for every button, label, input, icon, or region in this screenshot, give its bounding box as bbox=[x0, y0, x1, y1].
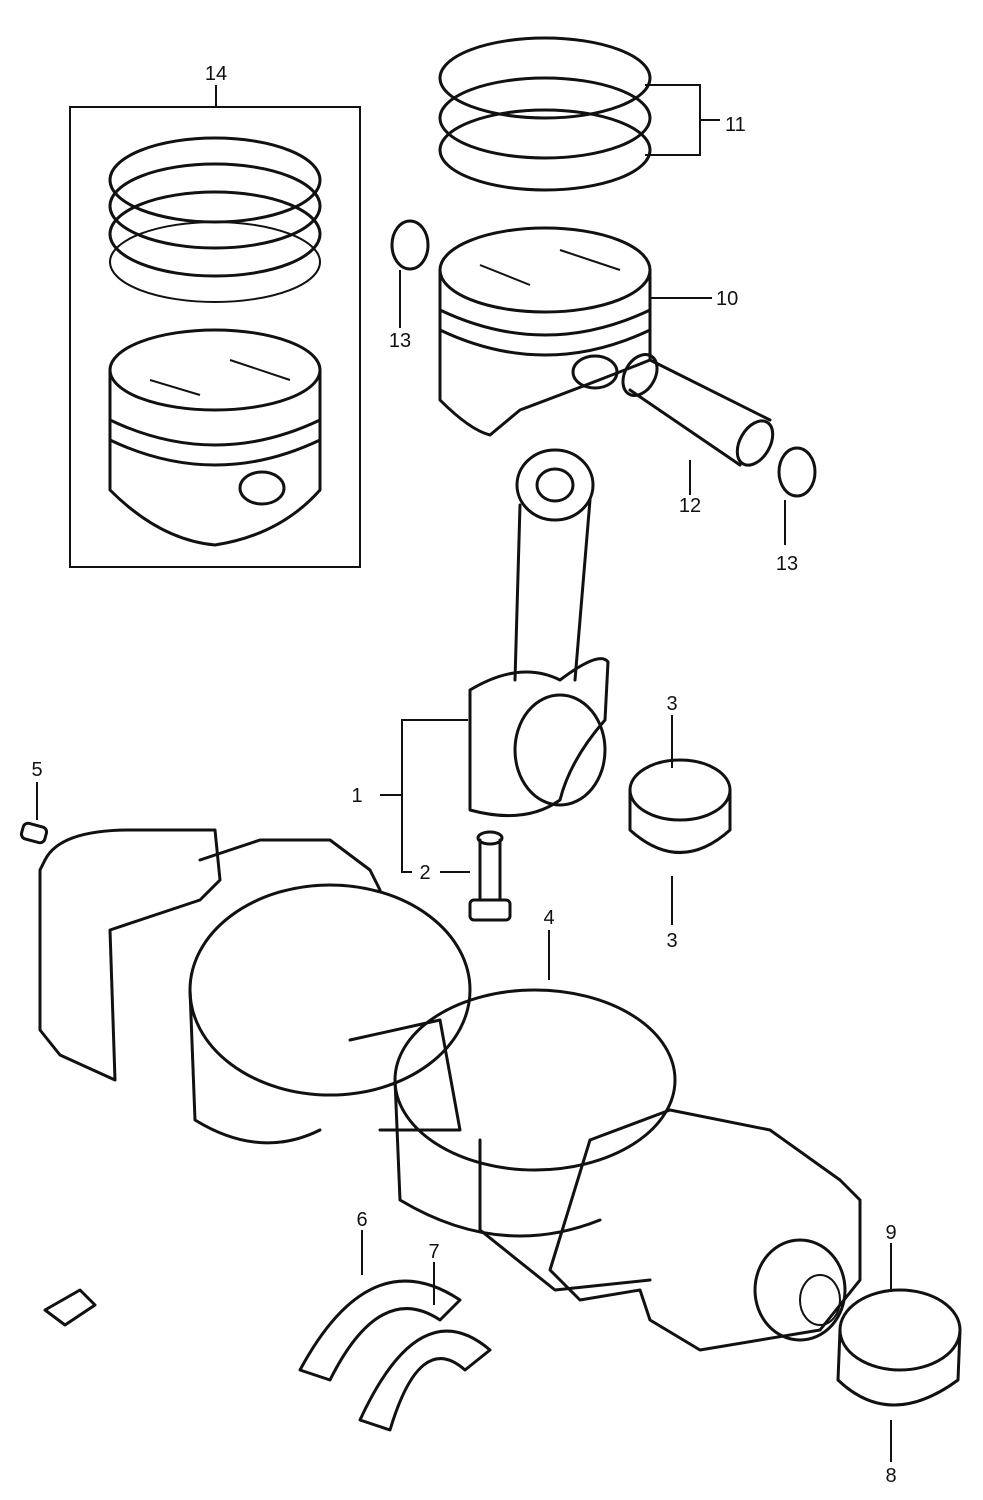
callout-7: 7 bbox=[428, 1241, 439, 1263]
piston-rings bbox=[438, 36, 652, 192]
callout-labels: 14 11 10 13 12 13 3 1 5 2 4 3 6 7 9 8 bbox=[31, 63, 896, 1487]
callout-1: 1 bbox=[351, 785, 362, 807]
dowel-pin bbox=[19, 821, 49, 845]
piston-set-box bbox=[69, 106, 361, 568]
callout-9: 9 bbox=[885, 1222, 896, 1244]
thrust-washer-6 bbox=[298, 1279, 462, 1382]
callout-4: 4 bbox=[543, 907, 554, 929]
callout-3-lower: 3 bbox=[666, 930, 677, 952]
piston-pin bbox=[621, 353, 775, 467]
connecting-rod bbox=[468, 448, 610, 818]
arrow-left-icon bbox=[43, 1288, 97, 1327]
callout-13-upper: 13 bbox=[389, 330, 411, 352]
thrust-washer-7 bbox=[358, 1329, 492, 1432]
crankshaft bbox=[38, 828, 862, 1352]
callout-6: 6 bbox=[356, 1209, 367, 1231]
callout-13-lower: 13 bbox=[776, 553, 798, 575]
piston-set-assembly bbox=[69, 106, 361, 568]
piston bbox=[438, 226, 652, 437]
callout-5: 5 bbox=[31, 759, 42, 781]
callout-2: 2 bbox=[419, 862, 430, 884]
callout-12: 12 bbox=[679, 495, 701, 517]
callout-8: 8 bbox=[885, 1465, 896, 1487]
conrod-bearing bbox=[628, 758, 732, 854]
circlip-lower bbox=[777, 446, 817, 498]
callout-14: 14 bbox=[205, 63, 227, 85]
callout-10: 10 bbox=[716, 288, 738, 310]
circlip-upper bbox=[390, 219, 430, 271]
leader-lines bbox=[36, 84, 892, 1462]
conrod-bolt bbox=[468, 830, 512, 922]
callout-11: 11 bbox=[725, 114, 746, 136]
main-bearing bbox=[836, 1288, 962, 1407]
callout-3-upper: 3 bbox=[666, 693, 677, 715]
